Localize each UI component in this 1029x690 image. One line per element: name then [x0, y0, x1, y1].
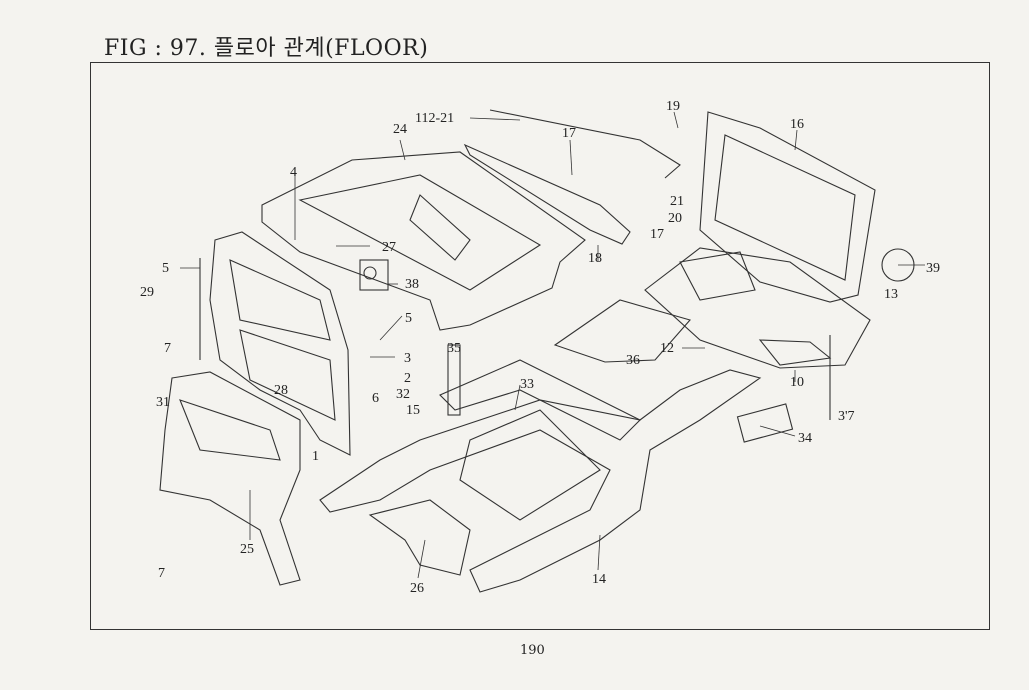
part-label: 18: [588, 251, 602, 266]
dash-insulator: [159, 371, 301, 586]
back-panel: [699, 111, 876, 303]
part-label: 3: [404, 351, 411, 366]
part-label: 5: [162, 261, 169, 276]
part-label: 32: [396, 387, 410, 402]
part-label: 31: [156, 395, 170, 410]
part-label: 34: [798, 431, 812, 446]
part-label: 21: [670, 194, 684, 209]
part-label: 5: [405, 311, 412, 326]
center-floor-panel: [553, 299, 691, 363]
part-label: 7: [164, 341, 171, 356]
part-label: 39: [926, 261, 940, 276]
part-label: 20: [668, 211, 682, 226]
part-label: 36: [626, 353, 640, 368]
figure-title: FIG : 97. 플로아 관계(FLOOR): [104, 36, 429, 61]
part-label: 17: [650, 227, 664, 242]
part-label: 27: [382, 240, 396, 255]
part-label: 14: [592, 572, 606, 587]
diagram-frame: [90, 62, 990, 630]
part-label: 29: [140, 285, 154, 300]
dash-panel: [209, 231, 351, 456]
part-label: 15: [406, 403, 420, 418]
front-floor: [644, 247, 871, 369]
part-label: 10: [790, 375, 804, 390]
part-label: 17: [562, 126, 576, 141]
part-label: 12: [660, 341, 674, 356]
rear-floor-pan: [261, 151, 586, 331]
part-label: 13: [884, 287, 898, 302]
part-label: 7: [158, 566, 165, 581]
tunnel-piece: [368, 499, 471, 576]
part-label: 35: [447, 341, 461, 356]
part-label: 3'7: [838, 409, 855, 424]
seat-crossmember: [463, 143, 631, 245]
part-label: 38: [405, 277, 419, 292]
part-label: 25: [240, 542, 254, 557]
part-label: 2: [404, 371, 411, 386]
part-label: 24: [393, 122, 407, 137]
page-number: 190: [520, 643, 545, 658]
part-label: 19: [666, 99, 680, 114]
floor-frame: [319, 369, 762, 593]
part-label: 33: [520, 377, 534, 392]
part-label: 26: [410, 581, 424, 596]
part-label: 28: [274, 383, 288, 398]
part-label: 4: [290, 165, 297, 180]
part-label: 112-21: [415, 111, 454, 126]
part-label: 6: [372, 391, 379, 406]
part-label: 1: [312, 449, 319, 464]
part-label: 16: [790, 117, 804, 132]
